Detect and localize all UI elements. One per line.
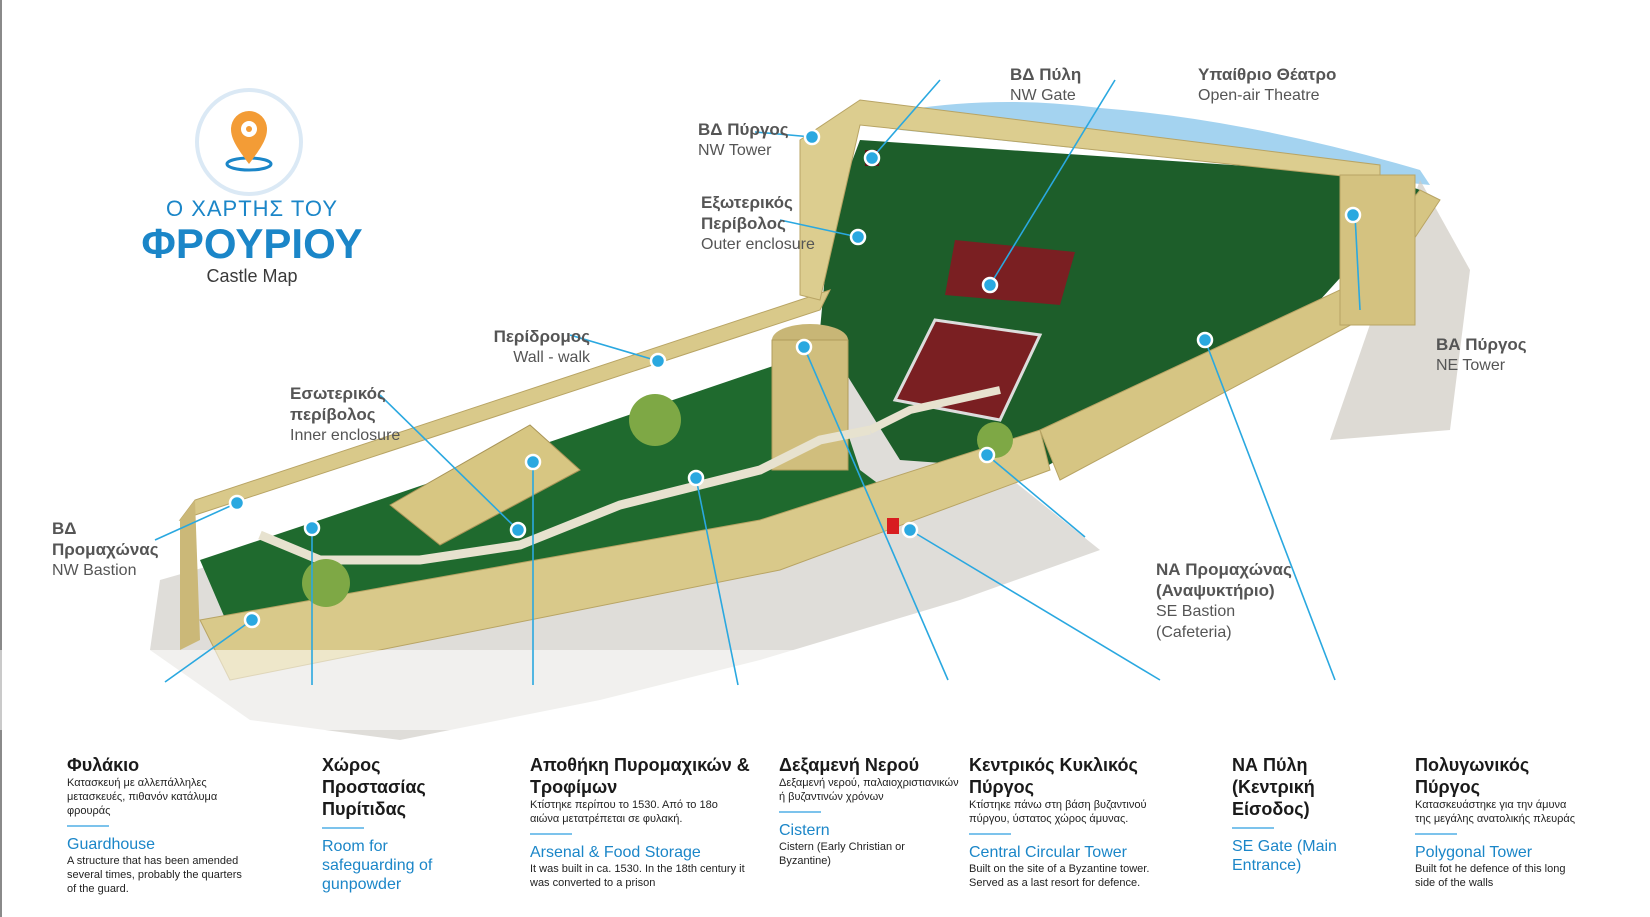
card-cistern: Δεξαμενή Νερού Δεξαμενή νερού, παλαιοχρι… <box>779 754 959 868</box>
card-en-title: Guardhouse <box>67 836 156 853</box>
card-central-tower: Κεντρικός Κυκλικός Πύργος Κτίστηκε πάνω … <box>969 754 1179 890</box>
label-gr: Προμαχώνας <box>52 540 159 559</box>
logo-title-line2: ΦΡΟΥΡΙΟΥ <box>141 220 363 267</box>
map-pin-icon <box>225 111 273 172</box>
card-gr-desc: Κατασκευάστηκε για την άμυνα της μεγάλης… <box>1415 799 1576 825</box>
page-edge-line <box>0 0 2 917</box>
card-gr-title: Πολυγωνικός Πύργος <box>1415 755 1530 797</box>
card-gr-desc: Δεξαμενή νερού, παλαιοχριστιανικών ή βυζ… <box>779 777 959 803</box>
label-gr: Περίβολος <box>701 214 786 233</box>
card-en-desc: It was built in ca. 1530. In the 18th ce… <box>530 863 745 889</box>
bottom-fade <box>0 650 1650 730</box>
logo-circle <box>195 88 303 196</box>
label-inner-enclosure: Εσωτερικός περίβολος Inner enclosure <box>290 383 400 446</box>
label-gr: ΒΔ Πύργος <box>698 120 789 139</box>
card-gr-title: ΝΑ Πύλη (Κεντρική Είσοδος) <box>1232 755 1315 819</box>
card-gr-title: Κεντρικός Κυκλικός Πύργος <box>969 755 1138 797</box>
tree <box>302 559 350 607</box>
card-gr-title: Χώρος Προστασίας Πυρίτιδας <box>322 755 426 819</box>
card-arsenal: Αποθήκη Πυρομαχικών & Τροφίμων Κτίστηκε … <box>530 754 750 890</box>
label-en: (Cafeteria) <box>1156 624 1232 641</box>
leader-lines <box>154 79 1361 686</box>
label-en: Inner enclosure <box>290 427 401 444</box>
card-gr-title: Αποθήκη Πυρομαχικών & Τροφίμων <box>530 755 750 797</box>
card-gr-title: Φυλάκιο <box>67 755 140 775</box>
label-en: NW Tower <box>698 142 772 159</box>
card-gr-desc: Κτίστηκε πάνω στη βάση βυζαντινού πύργου… <box>969 799 1147 825</box>
label-nw-gate: ΒΔ Πύλη NW Gate <box>1010 64 1081 106</box>
label-en: Outer enclosure <box>701 236 815 253</box>
west-wall <box>180 500 200 650</box>
label-en: NW Bastion <box>52 562 137 579</box>
inner-enclosure-grass <box>200 350 900 640</box>
card-en-title: Central Circular Tower <box>969 844 1127 861</box>
card-separator <box>530 833 572 835</box>
label-gr: ΒΔ <box>52 519 77 538</box>
ne-tower-shape <box>1339 174 1416 326</box>
card-gr-desc: Κτίστηκε περίπου το 1530. Από το 18ο αιώ… <box>530 799 718 825</box>
label-outer-enclosure: Εξωτερικός Περίβολος Outer enclosure <box>701 192 815 255</box>
label-en: SE Bastion <box>1156 603 1236 620</box>
label-gr: ΒΑ Πύργος <box>1436 335 1527 354</box>
card-en-title: Room for safeguarding of gunpowder <box>322 838 433 893</box>
card-separator <box>1232 827 1274 829</box>
label-gr: περίβολος <box>290 405 376 424</box>
label-nw-bastion: ΒΔ Προμαχώνας NW Bastion <box>52 518 159 581</box>
card-separator <box>969 833 1011 835</box>
label-en: Wall - walk <box>513 349 590 366</box>
card-polygonal-tower: Πολυγωνικός Πύργος Κατασκευάστηκε για τη… <box>1415 754 1585 890</box>
label-wall-walk: Περίδρομος Wall - walk <box>460 326 590 368</box>
theatre-seating <box>892 318 1043 422</box>
label-gr: Περίδρομος <box>493 327 590 346</box>
card-separator <box>67 825 109 827</box>
card-separator <box>1415 833 1457 835</box>
label-se-bastion: ΝΑ Προμαχώνας (Αναψυκτήριο) SE Bastion (… <box>1156 559 1292 643</box>
card-en-title: Cistern <box>779 822 830 839</box>
north-wall <box>178 289 831 521</box>
label-en: NE Tower <box>1436 357 1506 374</box>
outer-path <box>868 386 1001 434</box>
se-gate-door <box>887 518 899 534</box>
card-en-desc: A structure that has been amended severa… <box>67 855 242 895</box>
logo-title-line3: Castle Map <box>206 266 298 286</box>
map-markers <box>228 128 1362 629</box>
card-gr-desc: Κατασκευή με αλλεπάλληλες μετασκευές, πι… <box>67 777 218 817</box>
theatre-stage <box>945 240 1075 305</box>
card-guardhouse: Φυλάκιο Κατασκευή με αλλεπάλληλες μετασκ… <box>67 754 252 896</box>
label-gr: (Αναψυκτήριο) <box>1156 581 1275 600</box>
label-gr: ΝΑ Προμαχώνας <box>1156 560 1292 579</box>
card-gunpowder-room: Χώρος Προστασίας Πυρίτιδας Room for safe… <box>322 754 462 894</box>
label-en: NW Gate <box>1010 87 1076 104</box>
card-en-desc: Built fot he defence of this long side o… <box>1415 863 1566 889</box>
logo-title-line1: Ο ΧΑΡΤΗΣ ΤΟΥ <box>165 196 338 221</box>
label-en: Open-air Theatre <box>1198 87 1320 104</box>
card-en-desc: Cistern (Early Christian or Byzantine) <box>779 841 905 867</box>
card-en-title: SE Gate (Main Entrance) <box>1232 838 1337 874</box>
label-gr: ΒΔ Πύλη <box>1010 65 1082 84</box>
card-separator <box>322 827 364 829</box>
tree <box>629 394 681 446</box>
card-gr-title: Δεξαμενή Νερού <box>779 755 920 775</box>
label-ne-tower: ΒΑ Πύργος NE Tower <box>1436 334 1527 376</box>
label-nw-tower: ΒΔ Πύργος NW Tower <box>698 119 789 161</box>
label-gr: Υπαίθριο Θέατρο <box>1198 65 1337 84</box>
card-separator <box>779 811 821 813</box>
card-en-title: Arsenal & Food Storage <box>530 844 701 861</box>
card-en-desc: Built on the site of a Byzantine tower. … <box>969 863 1150 889</box>
north-east-wall <box>799 99 1381 301</box>
card-se-gate: ΝΑ Πύλη (Κεντρική Είσοδος) SE Gate (Main… <box>1232 754 1372 875</box>
label-gr: Εξωτερικός <box>701 193 793 212</box>
inner-path <box>258 425 871 565</box>
label-gr: Εσωτερικός <box>290 384 386 403</box>
label-theatre: Υπαίθριο Θέατρο Open-air Theatre <box>1198 64 1336 106</box>
card-en-title: Polygonal Tower <box>1415 844 1533 861</box>
